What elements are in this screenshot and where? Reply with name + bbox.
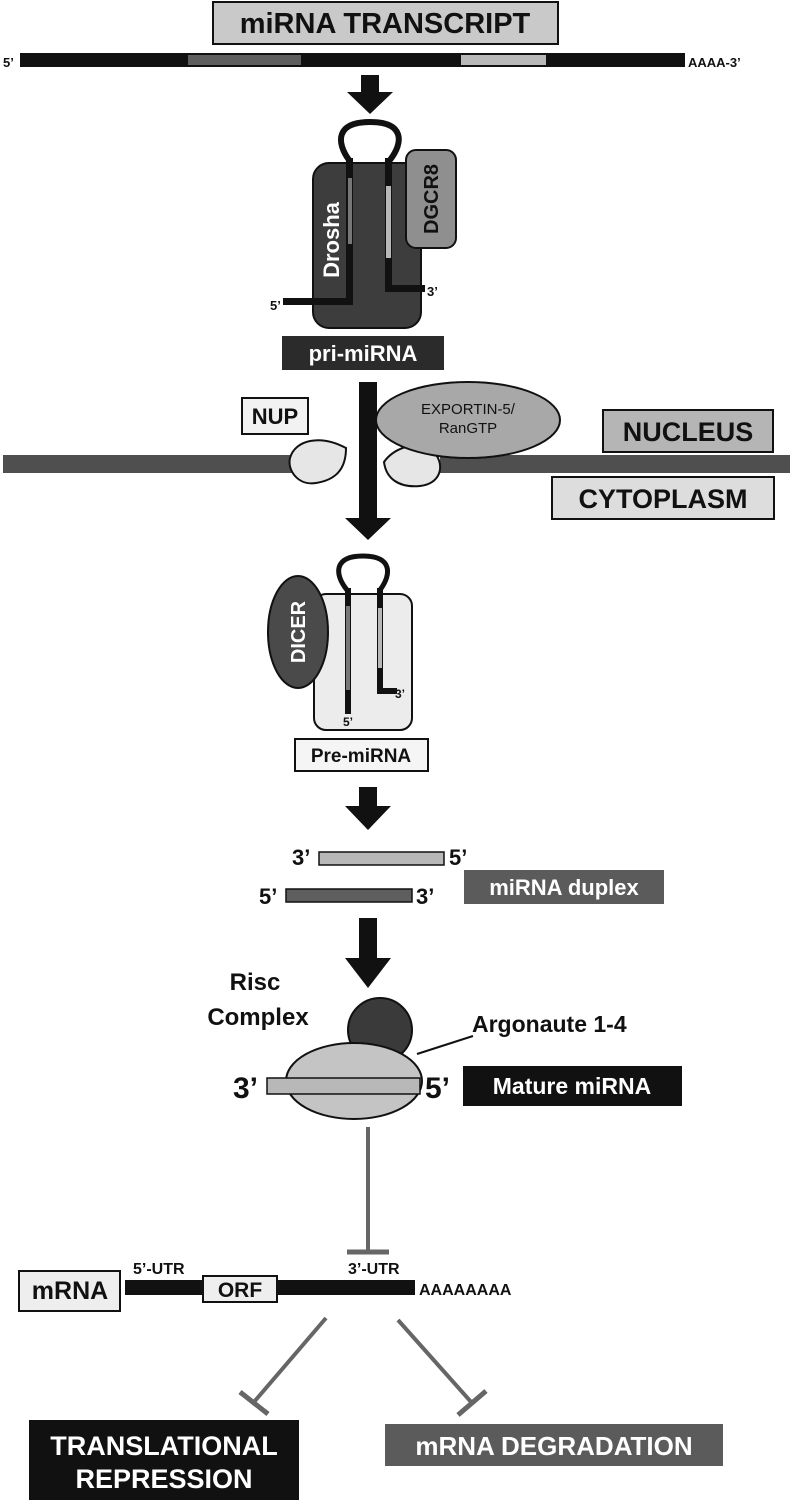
nup-label: NUP [252,404,298,429]
arrow-down-icon [345,382,391,540]
mature-mirna-box [463,1066,682,1106]
dgcr8-protein [405,149,457,249]
nucleus-box [602,409,774,453]
duplex-top-strand [318,851,445,866]
pre-5prime-label: 5’ [343,715,353,729]
inhibition-icon [347,1127,389,1255]
inhibition-icon [238,1316,328,1416]
duplex-top-3prime-label: 3’ [292,845,310,870]
orf-label: ORF [218,1279,263,1302]
mirna-duplex-label: miRNA duplex [489,875,639,900]
pre-mirna-complex [313,593,413,731]
dgcr8-label: DGCR8 [421,164,443,234]
exportin-label-line2: RanGTP [439,420,497,437]
pre-3prime-label: 3’ [395,687,405,701]
transcript-3prime-label: AAAA-3’ [688,55,741,70]
cytoplasm-label: CYTOPLASM [578,484,747,514]
risc-label-line2: Complex [207,1004,309,1031]
utr5-label: 5’-UTR [133,1261,185,1278]
pri-mirna-hairpin [283,118,425,305]
mrna-box [18,1270,121,1312]
exportin5-protein [375,381,561,459]
argonaute-label: Argonaute 1-4 [472,1011,627,1037]
transcript-strand [20,53,685,67]
nuclear-membrane-left [3,455,298,473]
translational-repression-box [29,1420,299,1500]
pre-mirna-hairpin [336,553,397,714]
polya-tail-label: AAAAAAAA [419,1282,512,1299]
transcript-5prime-label: 5’ [3,55,14,70]
mirna-duplex-box [464,870,664,904]
duplex-top-5prime-label: 5’ [449,845,467,870]
mrna-label: mRNA [32,1277,108,1305]
nucleus-label: NUCLEUS [623,417,754,447]
pri-mirna-box [282,336,444,370]
risc-3prime-label: 3’ [233,1072,258,1105]
utr3-label: 3’-UTR [348,1261,400,1278]
translational-label-line1: TRANSLATIONAL [50,1431,277,1461]
inhibition-icon [396,1318,488,1417]
orf-box [202,1275,278,1303]
transcript-segment-light [461,55,546,65]
dicer-label: DICER [288,600,310,663]
cytoplasm-box [551,476,775,520]
transcript-title-box [212,1,559,45]
nup-box [241,397,309,435]
pre-mirna-box [294,738,429,772]
exportin-label-line1: EXPORTIN-5/ [421,401,516,418]
dicer-protein [267,575,329,689]
pri-5prime-label: 5’ [270,298,281,313]
duplex-bottom-3prime-label: 3’ [416,884,434,909]
mature-mirna-label: Mature miRNA [493,1073,651,1099]
pre-mirna-label: Pre-miRNA [311,746,412,767]
arrow-down-icon [345,787,391,830]
arrow-down-icon [345,918,391,988]
mrna-degradation-box [385,1424,723,1466]
nuclear-pore-left [288,439,348,485]
risc-5prime-label: 5’ [425,1072,450,1105]
transcript-segment-dark [188,55,301,65]
mature-mirna-strand [266,1077,421,1095]
duplex-bottom-5prime-label: 5’ [259,884,277,909]
arrow-down-icon [347,75,393,114]
mrna-degradation-label: mRNA DEGRADATION [415,1431,692,1461]
drosha-label: Drosha [319,201,344,278]
pri-3prime-label: 3’ [427,284,438,299]
translational-label-line2: REPRESSION [75,1464,252,1494]
pri-mirna-label: pri-miRNA [309,341,418,366]
duplex-bottom-strand [285,888,413,903]
risc-label-line1: Risc [230,969,281,996]
nuclear-membrane-right [440,455,790,473]
argonaute-pointer [416,1035,474,1055]
transcript-title: miRNA TRANSCRIPT [240,8,531,40]
